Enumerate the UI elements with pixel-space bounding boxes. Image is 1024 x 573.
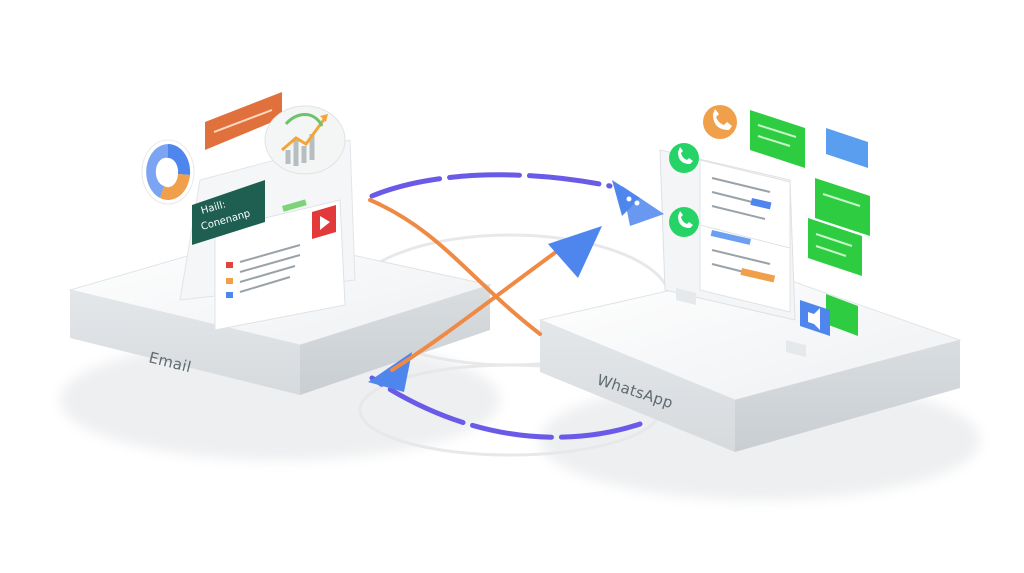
speaker-icon — [800, 300, 830, 336]
email-platform: Email Haill: Conenanp — [68, 92, 492, 395]
phone-icon — [703, 105, 737, 139]
name-badge: Haill: Conenanp — [192, 180, 265, 245]
play-icon — [312, 205, 336, 239]
chat-bubble-icon — [815, 178, 870, 236]
whatsapp-platform: WhatsApp — [538, 105, 962, 452]
mini-red-dot — [226, 262, 233, 268]
green-strip — [281, 199, 307, 212]
chat-bubble-icon — [826, 294, 858, 336]
blue-arrowhead-right — [612, 180, 664, 226]
mini-orange-dot — [226, 278, 233, 284]
chat-bubble-icon — [808, 218, 862, 276]
whatsapp-icon — [669, 143, 699, 173]
chat-bubble-icon — [750, 110, 805, 168]
blue-chip-1 — [750, 197, 772, 210]
mini-blue-dot — [226, 292, 233, 298]
growth-chart-icon — [264, 105, 346, 175]
chat-bubble-icon — [826, 128, 868, 168]
email-screen — [239, 244, 301, 293]
blue-chip-2 — [710, 230, 751, 245]
sync-arrow-bottom — [369, 375, 643, 440]
sync-arrow-top — [369, 172, 613, 199]
blue-arrowhead-up — [548, 226, 602, 278]
orange-chip — [740, 267, 776, 283]
orange-banner — [205, 92, 282, 150]
whatsapp-icon — [669, 207, 699, 237]
crossing-arrows — [368, 198, 577, 372]
pie-chart-icon — [141, 139, 195, 205]
